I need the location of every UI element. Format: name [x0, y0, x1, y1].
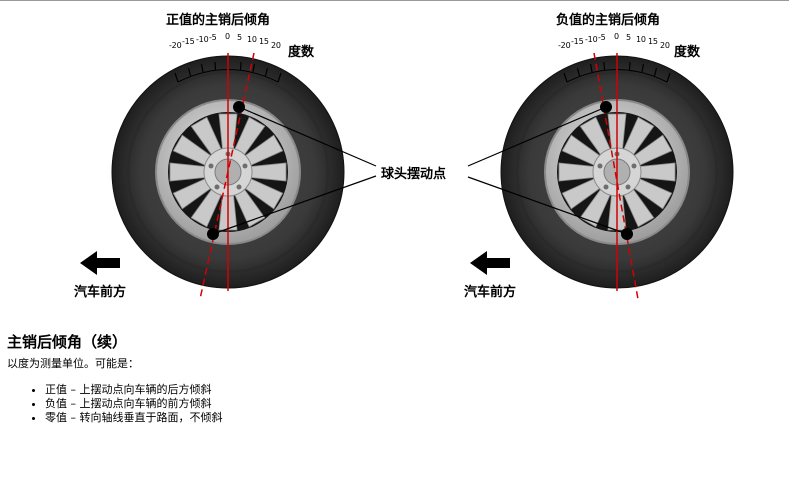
right-scale-unit-label: 度数: [674, 45, 701, 60]
lower-ball-joint: [621, 228, 633, 240]
upper-ball-joint: [600, 101, 612, 113]
leader-line: [467, 106, 607, 167]
scale-tick-label: -5: [598, 33, 606, 42]
left-diagram-title: 正值的主销后倾角: [166, 13, 271, 28]
left-scale-unit-label: 度数: [288, 45, 315, 60]
intro-text: 以度为测量单位。可能是：: [7, 357, 139, 370]
scale-tick-label: -20: [558, 41, 571, 50]
arrow-left-icon: [80, 251, 120, 275]
steering-axis-line: [593, 52, 639, 300]
article-section: 主销后倾角（续） 以度为测量单位。可能是： 正值 – 上摆动点向车辆的后方倾斜 …: [7, 331, 777, 425]
left-wheel: [80, 52, 377, 300]
scale-tick-label: -15: [571, 37, 584, 46]
list-item: 零值 – 转向轴线垂直于路面，不倾斜: [45, 411, 777, 425]
scale-tick-label: 5: [626, 33, 631, 42]
scale-tick-label: -15: [182, 37, 195, 46]
leader-line: [212, 175, 377, 235]
lower-ball-joint: [207, 228, 219, 240]
scale-tick-label: -10: [196, 35, 209, 44]
scale-tick-label: 5: [237, 33, 242, 42]
scale-tick-label: 10: [247, 35, 257, 44]
scale-tick-label: 15: [259, 37, 269, 46]
scale-tick-label: 20: [660, 41, 670, 50]
right-diagram-title: 负值的主销后倾角: [556, 13, 661, 28]
list-item: 正值 – 上摆动点向车辆的后方倾斜: [45, 383, 777, 397]
right-forward-label: 汽车前方: [464, 285, 517, 300]
arrow-left-icon: [470, 251, 510, 275]
scale-tick-label: 0: [614, 32, 619, 41]
scale-tick-label: 15: [648, 37, 658, 46]
scale-tick-label: 20: [271, 41, 281, 50]
scale-tick-label: -5: [209, 33, 217, 42]
scale-tick-label: -10: [585, 35, 598, 44]
scale-tick-label: 0: [225, 32, 230, 41]
list-item: 负值 – 上摆动点向车辆的前方倾斜: [45, 397, 777, 411]
leader-line: [238, 106, 377, 167]
section-heading: 主销后倾角（续）: [7, 333, 128, 351]
diagram-graphics: [80, 52, 735, 300]
scale-tick-label: -20: [169, 41, 182, 50]
caster-diagram: 正值的主销后倾角 负值的主销后倾角 度数 度数 球头摆动点 汽车前方 汽车前方 …: [0, 1, 789, 311]
value-options-list: 正值 – 上摆动点向车辆的后方倾斜 负值 – 上摆动点向车辆的前方倾斜 零值 –…: [7, 383, 777, 425]
ball-joint-label: 球头摆动点: [381, 167, 447, 182]
steering-axis-line: [199, 52, 255, 300]
right-wheel: [467, 52, 735, 300]
scale-tick-label: 10: [636, 35, 646, 44]
upper-ball-joint: [233, 101, 245, 113]
left-forward-label: 汽车前方: [74, 285, 127, 300]
leader-line: [467, 176, 628, 235]
